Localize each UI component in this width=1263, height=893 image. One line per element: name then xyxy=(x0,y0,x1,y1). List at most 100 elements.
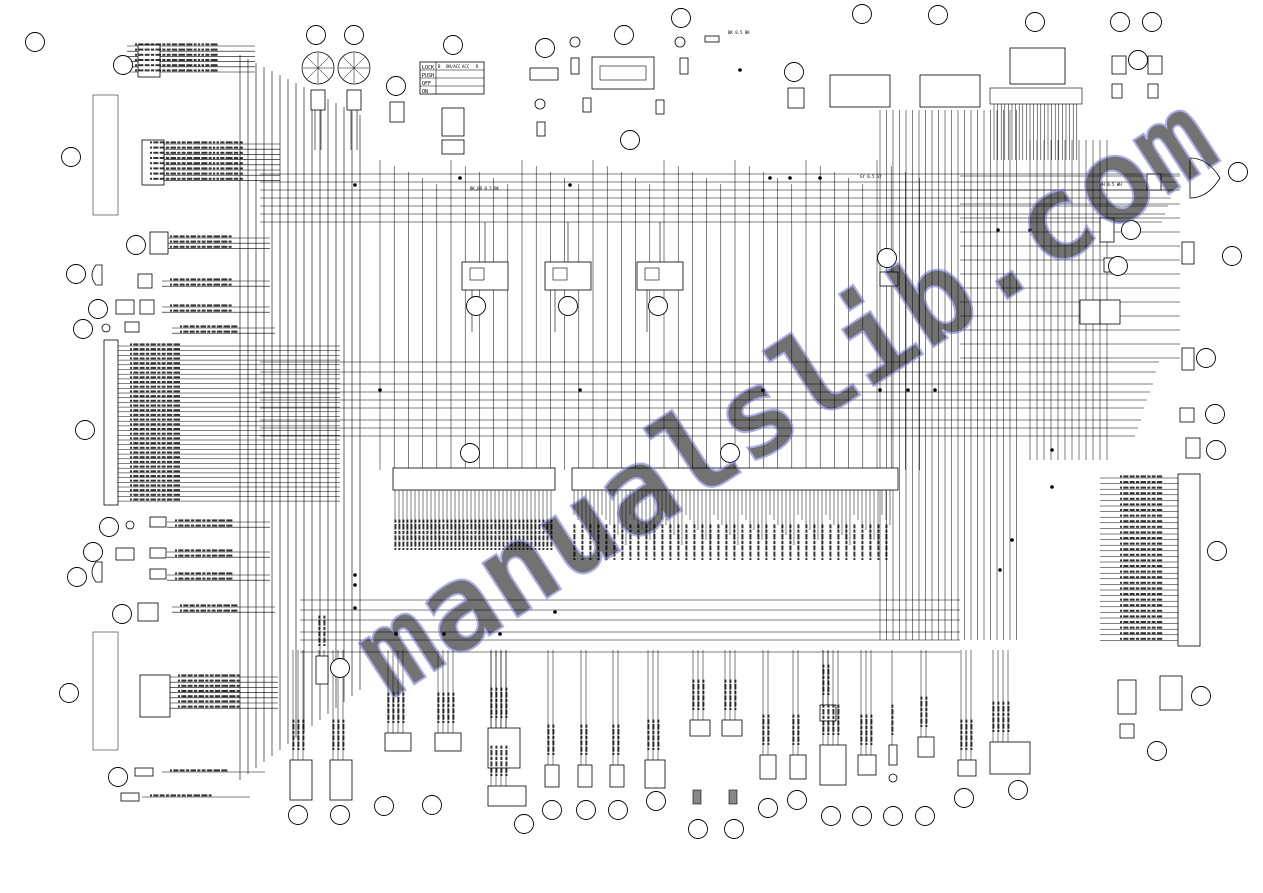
wire-code-glyph xyxy=(302,741,305,747)
wire-code-glyph xyxy=(494,519,497,523)
wire-code-glyph xyxy=(821,558,824,560)
wire-code-glyph xyxy=(209,674,214,677)
wire-code xyxy=(1120,587,1163,590)
wire-code xyxy=(438,519,441,550)
wire-code-glyph xyxy=(861,529,864,533)
wire-code-glyph xyxy=(621,540,624,545)
wire-code xyxy=(292,719,295,750)
wire-code-glyph xyxy=(236,684,240,687)
wire-code-glyph xyxy=(166,64,171,67)
wire-code-glyph xyxy=(410,519,413,523)
wire-code xyxy=(733,524,736,560)
wire-code-glyph xyxy=(1151,632,1156,635)
wire-code xyxy=(877,524,880,560)
wire-code-glyph xyxy=(1123,514,1129,517)
wire-code-glyph xyxy=(410,541,413,547)
wire-code-glyph xyxy=(677,551,680,557)
wire-code-glyph xyxy=(486,519,489,523)
wire-code-glyph xyxy=(190,577,195,580)
wire-code-glyph xyxy=(1120,576,1122,579)
wire-code-glyph xyxy=(1120,525,1122,528)
wire-code xyxy=(406,519,409,550)
wire-code-glyph xyxy=(1140,621,1146,623)
fan-blade xyxy=(307,57,319,69)
wire-code-glyph xyxy=(165,162,170,165)
wire-code-glyph xyxy=(402,703,405,708)
wire-code-glyph xyxy=(661,524,664,529)
wire-code-glyph xyxy=(157,366,161,369)
callout-circle xyxy=(422,795,442,815)
wire-code-glyph xyxy=(1151,637,1156,640)
wire-code-glyph xyxy=(205,690,209,692)
wire-code-glyph xyxy=(201,304,206,307)
callout-circle xyxy=(877,248,897,268)
wire-code-glyph xyxy=(202,549,206,552)
wire-code-glyph xyxy=(130,404,132,407)
wire-code-glyph xyxy=(494,535,497,541)
wire-code-glyph xyxy=(177,162,181,165)
callout-circle xyxy=(466,296,486,316)
wire-code-glyph xyxy=(212,146,216,149)
wire-code-glyph xyxy=(166,48,171,51)
wire-code-glyph xyxy=(589,529,592,533)
wire-code-glyph xyxy=(677,545,680,551)
wire-code-glyph xyxy=(653,524,656,529)
wire-code-glyph xyxy=(205,69,210,72)
bottom-component xyxy=(819,744,847,786)
wire-code-glyph xyxy=(186,146,193,149)
wire-code-glyph xyxy=(829,551,832,557)
wire-code xyxy=(725,524,728,560)
wire-code-glyph xyxy=(130,446,132,449)
wire-code-glyph xyxy=(1123,604,1129,607)
wire-code-glyph xyxy=(193,679,198,682)
wire-code xyxy=(506,519,509,550)
wire-code xyxy=(394,519,397,550)
wire-code-glyph xyxy=(221,309,228,312)
wire-code-glyph xyxy=(332,719,335,723)
wire-code-glyph xyxy=(170,167,176,170)
wire-code xyxy=(1120,615,1163,618)
wire-code-glyph xyxy=(709,551,712,557)
wire-code-glyph xyxy=(1151,531,1156,534)
wire-code-glyph xyxy=(159,151,165,154)
bottom-component xyxy=(759,754,777,780)
wire-code-glyph xyxy=(853,558,856,560)
wire-code-glyph xyxy=(221,695,228,698)
callout-circle xyxy=(25,32,45,52)
wire-code-glyph xyxy=(822,686,825,692)
wire-code xyxy=(150,172,243,175)
wire-code-glyph xyxy=(133,460,139,463)
wire-code xyxy=(130,423,180,426)
top-small-box xyxy=(389,101,405,123)
wire-code-glyph xyxy=(150,157,152,159)
wire-code-glyph xyxy=(206,577,211,580)
wire-code xyxy=(637,524,640,560)
wire-code-glyph xyxy=(216,162,219,165)
wire-code-glyph xyxy=(438,519,441,523)
wire-code-glyph xyxy=(233,141,239,144)
wire-code-glyph xyxy=(781,524,784,529)
wire-code-glyph xyxy=(173,304,179,307)
wire-code-glyph xyxy=(181,177,186,180)
bulb-icon xyxy=(115,547,135,561)
wire-code-glyph xyxy=(157,456,161,459)
splice-dot xyxy=(906,388,910,392)
wire-code-glyph xyxy=(1151,503,1156,506)
wire-code-glyph xyxy=(920,718,923,724)
wire-code-glyph xyxy=(162,64,166,67)
wire-code-glyph xyxy=(781,551,784,557)
wire-code xyxy=(458,519,461,550)
wire-code-glyph xyxy=(130,498,132,501)
wire-code-glyph xyxy=(139,498,145,501)
wire-code-glyph xyxy=(495,745,498,749)
wire-code-glyph xyxy=(1129,509,1135,511)
wire-code-glyph xyxy=(430,535,433,541)
wire-code-glyph xyxy=(729,708,732,710)
wire-code-glyph xyxy=(458,548,461,550)
right-connector xyxy=(1099,299,1121,325)
wire-code-glyph xyxy=(434,535,437,541)
wire-code-glyph xyxy=(470,541,473,547)
wire-code-glyph xyxy=(201,794,208,797)
wire-code-glyph xyxy=(139,348,145,351)
wire-code-glyph xyxy=(150,470,156,473)
